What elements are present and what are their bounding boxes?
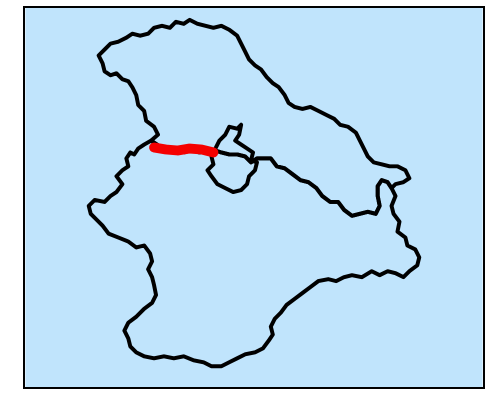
map-frame [23,6,485,389]
map-background [25,8,483,387]
highlighted-route-segment[interactable] [149,142,219,158]
map-canvas[interactable] [25,8,483,387]
central-enclave-outline[interactable] [205,122,259,195]
northern-region-outline[interactable] [96,17,412,218]
